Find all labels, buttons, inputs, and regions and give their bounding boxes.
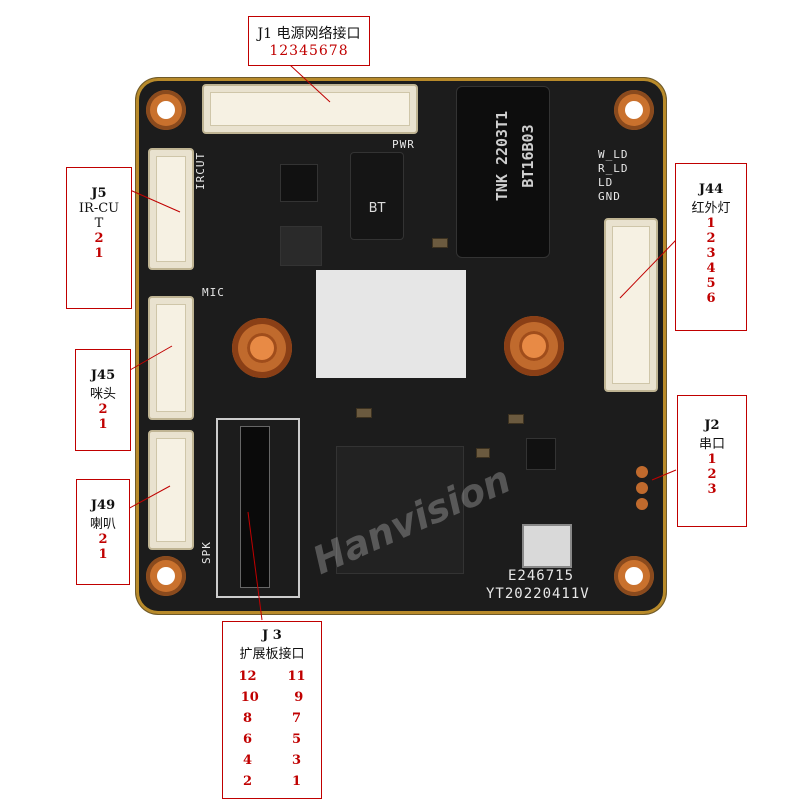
- silk-pwr: PWR: [392, 138, 415, 151]
- label-j3-pin: 1: [291, 774, 302, 789]
- label-j3-sub: 扩展板接口: [239, 647, 305, 662]
- label-j3-pin: 12: [238, 669, 257, 684]
- crystal-oscillator: [522, 524, 572, 568]
- j5-connector: [148, 148, 194, 270]
- j3-fpc-connector: [216, 418, 300, 598]
- mounting-hole-top-right: [614, 90, 654, 130]
- smd-part: [508, 414, 524, 424]
- j45-connector: [148, 296, 194, 420]
- mounting-hole-bottom-right: [614, 556, 654, 596]
- mounting-hole-bottom-left: [146, 556, 186, 596]
- silk-wld: W_LD: [598, 148, 629, 161]
- label-j45: J45 咪头 2 1: [75, 349, 131, 451]
- label-j44-pin: 6: [706, 291, 716, 306]
- j44-connector: [604, 218, 658, 392]
- label-j3-pin: 9: [294, 690, 304, 705]
- label-j3-row: 12 11: [223, 666, 321, 687]
- main-soc: [336, 446, 464, 574]
- silk-board-id: E246715: [508, 568, 575, 584]
- label-j44-pin: 4: [706, 261, 716, 276]
- label-j5-title: J5: [91, 186, 107, 201]
- label-j5-sub1: IR-CU: [78, 201, 120, 216]
- label-j3-pin: 10: [240, 690, 259, 705]
- label-j1-pins: 12345678: [269, 43, 349, 59]
- lens-mount-pad-left: [232, 318, 292, 378]
- label-j3-pin: 5: [291, 732, 302, 747]
- label-j3: J 3 扩展板接口 12 11 10 9 8 7 6 5 4 3 2 1: [222, 621, 322, 799]
- label-j44-pin: 3: [706, 246, 716, 261]
- label-j5-pin: 1: [94, 246, 104, 261]
- label-j2-pin: 2: [707, 467, 717, 482]
- label-j3-pin: 8: [242, 711, 253, 726]
- label-j2-pin: 3: [707, 482, 717, 497]
- silk-rld: R_LD: [598, 162, 629, 175]
- label-j2-pin: 1: [707, 452, 717, 467]
- label-j1: J1 电源网络接口 12345678: [248, 16, 370, 66]
- label-j44-pin: 2: [706, 231, 716, 246]
- ethernet-transformer: TNK 2203T1 BT16B03: [456, 86, 550, 258]
- lens-mount-pad-right: [504, 316, 564, 376]
- label-j5: J5 IR-CU T 2 1: [66, 167, 132, 309]
- j2-pads: [634, 464, 652, 516]
- label-j45-title: J45: [90, 368, 116, 383]
- label-j45-sub: 咪头: [89, 387, 116, 402]
- smd-part: [356, 408, 372, 418]
- label-j3-pin: 2: [242, 774, 253, 789]
- label-j3-row: 10 9: [223, 687, 321, 708]
- label-j45-pin: 2: [98, 402, 108, 417]
- label-j49-title: J49: [90, 498, 116, 513]
- label-j3-row: 2 1: [223, 771, 321, 792]
- label-j5-pin: 2: [94, 231, 104, 246]
- label-j49-pin: 1: [98, 547, 108, 562]
- silk-mic: MIC: [202, 286, 225, 299]
- bt-regulator: BT: [350, 152, 404, 240]
- label-j44: J44 红外灯 1 2 3 4 5 6: [675, 163, 747, 331]
- j1-connector: [202, 84, 418, 134]
- label-j5-sub2: T: [94, 216, 104, 231]
- label-j3-row: 6 5: [223, 729, 321, 750]
- label-j45-pin: 1: [98, 417, 108, 432]
- label-j2-sub: 串口: [698, 437, 725, 452]
- label-j49: J49 喇叭 2 1: [76, 479, 130, 585]
- label-j3-pin: 4: [242, 753, 253, 768]
- label-j2: J2 串口 1 2 3: [677, 395, 747, 527]
- small-ic-3: [526, 438, 556, 470]
- label-j49-pin: 2: [98, 532, 108, 547]
- label-j3-pin: 6: [242, 732, 253, 747]
- label-j3-pin: 11: [287, 669, 306, 684]
- smd-part: [476, 448, 490, 458]
- label-j3-row: 4 3: [223, 750, 321, 771]
- silk-date-code: YT20220411V: [486, 586, 590, 602]
- label-j44-pin: 1: [706, 216, 716, 231]
- label-j3-title: J 3: [262, 628, 282, 643]
- mounting-hole-top-left: [146, 90, 186, 130]
- camera-shield-area: [316, 270, 466, 378]
- label-j3-pin: 3: [291, 753, 302, 768]
- label-j44-sub: 红外灯: [691, 201, 731, 216]
- label-j49-sub: 喇叭: [89, 517, 116, 532]
- label-j2-title: J2: [704, 418, 720, 433]
- label-j1-title: J1 电源网络接口: [257, 26, 361, 42]
- label-j3-pin: 7: [291, 711, 302, 726]
- bt-chip-label: BT: [368, 201, 386, 216]
- silk-ld: LD: [598, 176, 614, 189]
- small-ic-2: [280, 226, 322, 266]
- small-ic-1: [280, 164, 318, 202]
- silk-gnd: GND: [598, 190, 621, 203]
- label-j44-title: J44: [698, 182, 724, 197]
- label-j3-row: 8 7: [223, 708, 321, 729]
- j49-connector: [148, 430, 194, 550]
- pcb-board: TNK 2203T1 BT16B03 BT Hanvision: [136, 78, 666, 614]
- label-j44-pin: 5: [706, 276, 716, 291]
- smd-part: [432, 238, 448, 248]
